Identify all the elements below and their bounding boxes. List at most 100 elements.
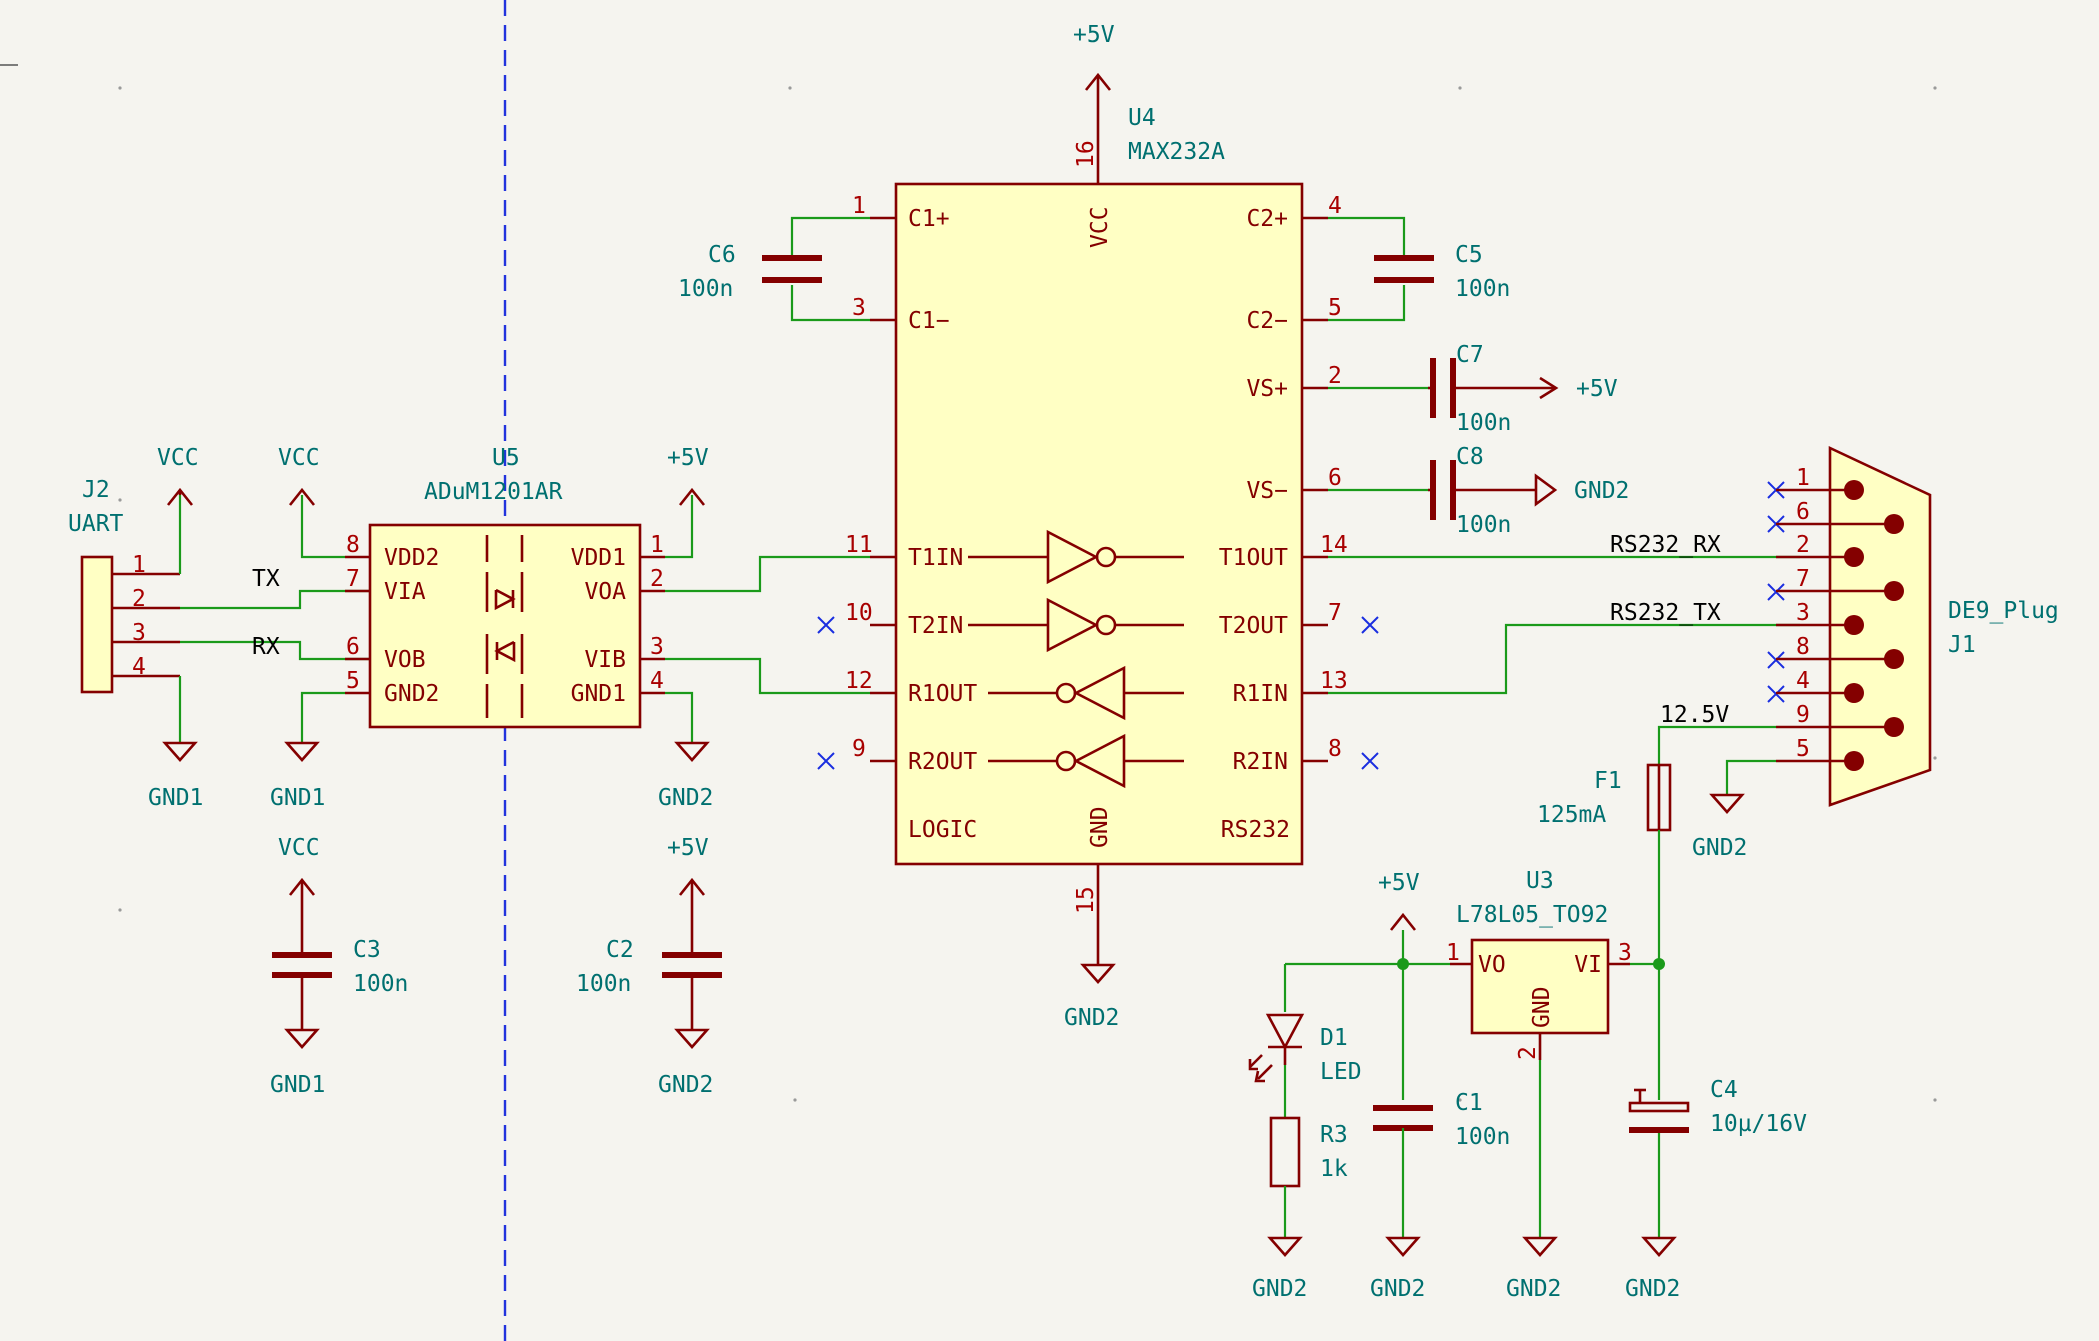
svg-text:2: 2 bbox=[1515, 1046, 1541, 1060]
power-5v-u4[interactable]: +5V bbox=[1073, 22, 1115, 110]
power-5v-u3[interactable]: +5V bbox=[1378, 870, 1420, 931]
resistor-r3[interactable]: R3 1k bbox=[1269, 1116, 1348, 1188]
led-d1[interactable]: D1 LED bbox=[1248, 964, 1362, 1085]
svg-text:GND2: GND2 bbox=[1625, 1276, 1680, 1302]
svg-text:GND1: GND1 bbox=[270, 785, 325, 811]
svg-text:GND1: GND1 bbox=[148, 785, 203, 811]
u4-section-logic: LOGIC bbox=[908, 817, 977, 843]
u4-ref: U4 bbox=[1128, 105, 1156, 131]
wire-rs232-tx bbox=[1328, 623, 1800, 695]
j2-pin-4: 4 bbox=[132, 654, 146, 680]
svg-text:T1IN: T1IN bbox=[908, 545, 963, 571]
wire-12v5 bbox=[1657, 725, 1776, 765]
capacitor-c3[interactable]: VCC C3 100n GND1 bbox=[270, 835, 408, 1098]
svg-text:4: 4 bbox=[1796, 668, 1810, 694]
svg-text:GND1: GND1 bbox=[270, 1072, 325, 1098]
capacitor-c4[interactable]: C4 10µ/16V bbox=[1626, 1077, 1807, 1138]
svg-text:GND2: GND2 bbox=[1064, 1005, 1119, 1031]
svg-text:7: 7 bbox=[346, 566, 360, 592]
svg-text:3: 3 bbox=[1796, 600, 1810, 626]
svg-text:GND1: GND1 bbox=[571, 681, 626, 707]
power-vcc-1[interactable]: VCC bbox=[157, 445, 199, 506]
svg-text:VIB: VIB bbox=[584, 647, 626, 673]
svg-text:GND: GND bbox=[1529, 986, 1555, 1028]
u5-ref: U5 bbox=[492, 445, 520, 471]
net-label-tx: TX bbox=[252, 566, 280, 592]
c8-ref: C8 bbox=[1456, 444, 1484, 470]
j2-pin-3: 3 bbox=[132, 620, 146, 646]
svg-text:R2OUT: R2OUT bbox=[908, 749, 977, 775]
svg-text:4: 4 bbox=[1328, 193, 1342, 219]
svg-text:VCC: VCC bbox=[278, 835, 320, 861]
svg-text:VOA: VOA bbox=[584, 579, 626, 605]
svg-text:VS+: VS+ bbox=[1246, 376, 1288, 402]
c5-value: 100n bbox=[1455, 276, 1510, 302]
svg-text:14: 14 bbox=[1320, 532, 1348, 558]
svg-text:R1IN: R1IN bbox=[1233, 681, 1288, 707]
capacitor-c5[interactable]: C5 100n bbox=[1328, 216, 1510, 322]
svg-text:R1OUT: R1OUT bbox=[908, 681, 977, 707]
svg-text:GND2: GND2 bbox=[1252, 1276, 1307, 1302]
svg-text:C1−: C1− bbox=[908, 308, 950, 334]
isolator-u5[interactable]: U5 ADuM1201AR 8 7 6 5 VDD2 VIA VOB GND2 … bbox=[345, 445, 665, 729]
regulator-u3[interactable]: U3 L78L05_TO92 1 VO 3 VI GND 2 bbox=[1446, 868, 1632, 1060]
svg-text:15: 15 bbox=[1073, 886, 1099, 914]
capacitor-c2[interactable]: +5V C2 100n GND2 bbox=[576, 835, 722, 1098]
svg-text:2: 2 bbox=[1328, 363, 1342, 389]
c2-ref: C2 bbox=[606, 937, 634, 963]
wire-u5-vib-r1out bbox=[665, 657, 870, 695]
power-gnd2-1[interactable]: GND2 bbox=[658, 741, 713, 811]
svg-text:T2IN: T2IN bbox=[908, 613, 963, 639]
svg-text:1: 1 bbox=[1446, 940, 1460, 966]
power-gnd2-j1[interactable]: GND2 bbox=[1692, 793, 1747, 861]
rs232-driver-u4[interactable]: U4 MAX232A 1 3 11 10 12 9 C1+ C1− T1IN T… bbox=[845, 105, 1348, 920]
svg-text:12: 12 bbox=[845, 668, 873, 694]
svg-text:VDD1: VDD1 bbox=[571, 545, 626, 571]
svg-text:VOB: VOB bbox=[384, 647, 426, 673]
svg-text:1: 1 bbox=[852, 193, 866, 219]
junction-vi bbox=[1653, 958, 1665, 970]
power-5v-1[interactable]: +5V bbox=[667, 445, 709, 506]
c7-value: 100n bbox=[1456, 410, 1511, 436]
j1-ref: J1 bbox=[1948, 632, 1976, 658]
capacitor-c8[interactable]: C8 100n GND2 bbox=[1328, 444, 1629, 538]
capacitor-c6[interactable]: C6 100n bbox=[678, 216, 870, 322]
power-gnd2-u3[interactable]: GND2 bbox=[1506, 1236, 1561, 1302]
grid-dots bbox=[118, 86, 1937, 1102]
power-gnd1-1[interactable]: GND1 bbox=[148, 741, 203, 811]
power-gnd2-c4[interactable]: GND2 bbox=[1625, 1236, 1680, 1302]
power-vcc-2[interactable]: VCC bbox=[278, 445, 320, 506]
connector-j1-de9[interactable]: 1 6 2 7 3 8 4 9 5 DE9_Plug J1 bbox=[1776, 445, 2059, 807]
capacitor-c7[interactable]: C7 100n +5V bbox=[1328, 342, 1618, 436]
u3-ref: U3 bbox=[1526, 868, 1554, 894]
svg-text:1: 1 bbox=[650, 532, 664, 558]
c5-ref: C5 bbox=[1455, 242, 1483, 268]
connector-j2[interactable]: J2 UART 1 2 3 4 bbox=[68, 477, 180, 694]
net-label-12v5: 12.5V bbox=[1660, 702, 1729, 728]
power-gnd2-u4[interactable]: GND2 bbox=[1064, 920, 1119, 1031]
c2-value: 100n bbox=[576, 971, 631, 997]
c1-ref: C1 bbox=[1455, 1090, 1483, 1116]
svg-text:T1OUT: T1OUT bbox=[1219, 545, 1288, 571]
d1-ref: D1 bbox=[1320, 1025, 1348, 1051]
svg-text:GND2: GND2 bbox=[658, 785, 713, 811]
j2-pin-1: 1 bbox=[132, 552, 146, 578]
power-gnd1-2[interactable]: GND1 bbox=[270, 741, 325, 811]
junction-vo bbox=[1397, 958, 1409, 970]
power-gnd2-r3[interactable]: GND2 bbox=[1252, 1236, 1307, 1302]
svg-text:+5V: +5V bbox=[1073, 22, 1115, 48]
svg-text:VCC: VCC bbox=[278, 445, 320, 471]
svg-text:2: 2 bbox=[650, 566, 664, 592]
svg-text:VIA: VIA bbox=[384, 579, 426, 605]
c1-value: 100n bbox=[1455, 1124, 1510, 1150]
svg-text:R2IN: R2IN bbox=[1233, 749, 1288, 775]
svg-text:VO: VO bbox=[1478, 952, 1506, 978]
wire-u5-gnd2 bbox=[300, 691, 345, 743]
svg-text:6: 6 bbox=[1328, 465, 1342, 491]
j2-ref: J2 bbox=[82, 477, 110, 503]
d1-value: LED bbox=[1320, 1059, 1362, 1085]
power-gnd2-c1[interactable]: GND2 bbox=[1370, 1236, 1425, 1302]
svg-text:11: 11 bbox=[845, 532, 873, 558]
svg-text:C2+: C2+ bbox=[1246, 206, 1288, 232]
